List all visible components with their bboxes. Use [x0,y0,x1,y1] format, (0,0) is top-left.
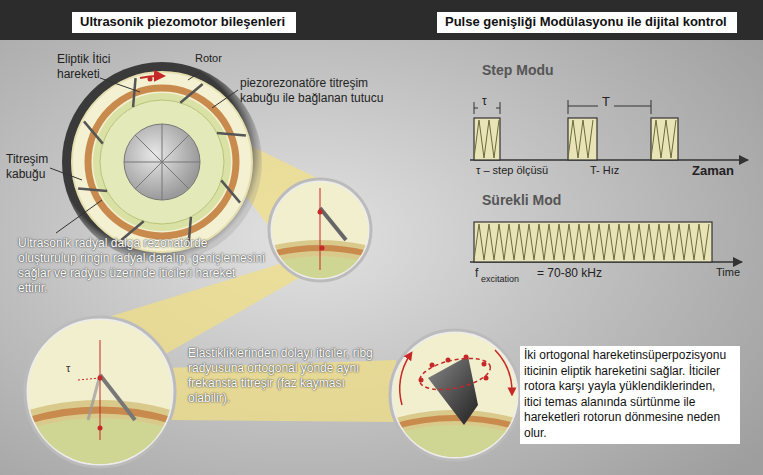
label: excitation [481,274,519,285]
note-text: İki ortogonal hareketinsüperpozisyonu it… [524,348,736,442]
header-text: Ultrasonik piezomotor bileşenleri [80,14,288,31]
label: τ [482,94,487,109]
pulse-packets [474,118,712,262]
header-text: Pulse genişliği Modülasyonu ile dijital … [445,14,729,31]
label: Sürekli Mod [482,192,561,210]
label: T [602,94,610,110]
label: = 70-80 kHz [537,266,602,281]
label: τ – step ölçüsü [476,164,548,178]
label: Titreşim kabuğu [6,152,68,182]
label: Zaman [692,163,734,179]
label: Ultrasonik radyal dalga rezonatörde oluş… [18,236,268,296]
motor-cross-section [62,62,262,262]
label: f [475,266,478,281]
label: Rotor [195,52,222,66]
label: Time [716,266,740,280]
label: T- Hız [590,164,619,178]
detail-circle-orthogonal [0,317,360,475]
leader-lines [50,72,238,233]
label: τ [66,362,70,376]
header-box: Ultrasonik piezomotor bileşenleri [72,12,296,33]
header-band [0,0,763,40]
label: piezorezonatöre titreşim kabuğu ile bağl… [240,76,390,106]
label: Eliptik İtici hareketi [57,52,139,82]
label: Elastikliklerinden dolayı iticiler, ribg… [188,346,380,406]
timing-axes [470,100,748,262]
label: Step Modu [482,62,554,80]
header-box: Pulse genişliği Modülasyonu ile dijital … [437,12,737,33]
note-box: İki ortogonal hareketinsüperpozisyonu it… [520,346,740,444]
